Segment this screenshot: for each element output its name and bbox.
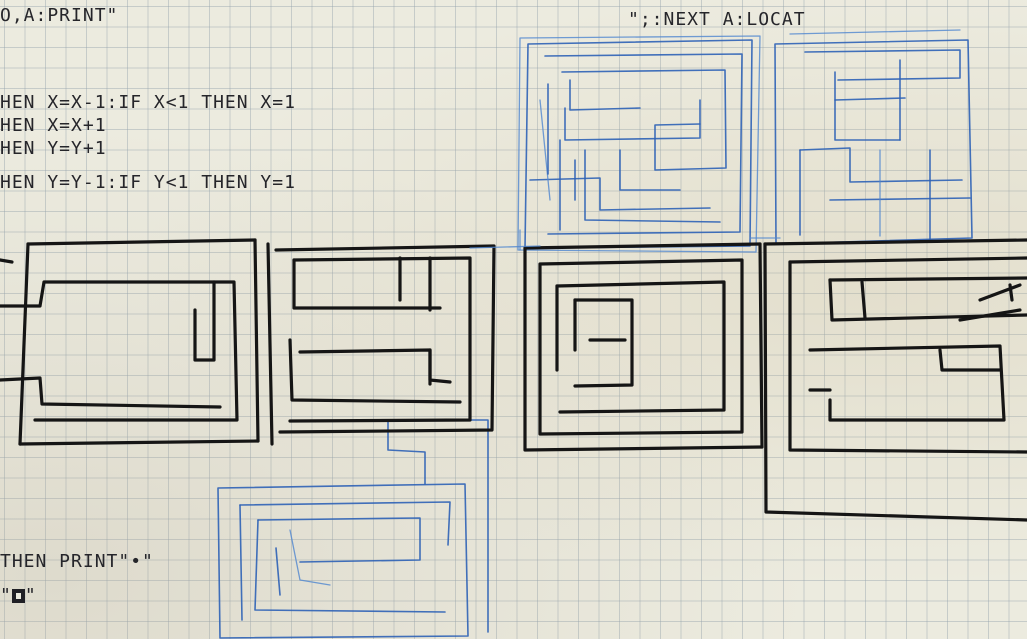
blue-maze-sketch-right (775, 30, 972, 244)
black-maze-4 (765, 240, 1027, 520)
blue-maze-sketch-center (518, 36, 760, 252)
black-maze-3 (525, 244, 762, 450)
black-maze-1 (0, 240, 258, 444)
black-maze-2 (268, 244, 494, 444)
blue-maze-sketch-bottom (218, 420, 488, 638)
